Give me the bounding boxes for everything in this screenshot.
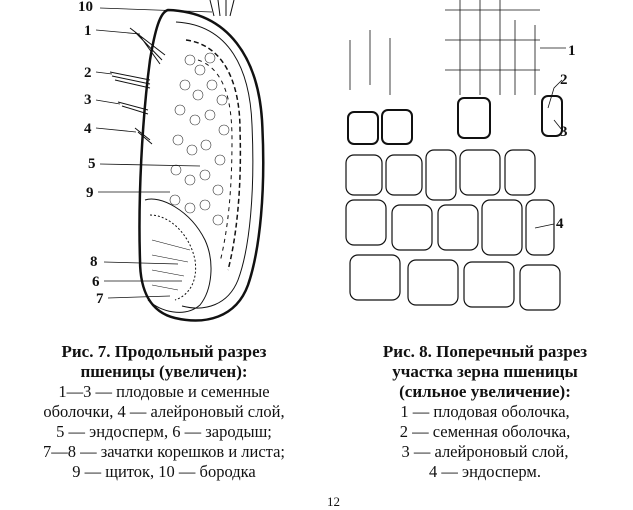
leader-lines bbox=[534, 47, 566, 229]
caption-line: 1 — плодовая оболочка, bbox=[400, 402, 570, 421]
embryo bbox=[144, 198, 212, 313]
caption-line: 7—8 — зачатки корешков и листа; bbox=[42, 442, 286, 461]
caption-line: оболочки, 4 — алейроновый слой, bbox=[43, 402, 285, 421]
label-6: 6 bbox=[92, 274, 100, 290]
endosperm-cells bbox=[345, 149, 561, 311]
label-3: 3 bbox=[560, 124, 568, 140]
label-5: 5 bbox=[88, 156, 96, 172]
label-4: 4 bbox=[84, 121, 92, 137]
aleurone-cells bbox=[347, 95, 563, 145]
page-number: 12 bbox=[327, 494, 340, 509]
caption-line: 1—3 — плодовые и семенные bbox=[58, 382, 270, 401]
caption-line: 5 — эндосперм, 6 — зародыш; bbox=[56, 422, 272, 441]
label-7: 7 bbox=[96, 291, 104, 307]
caption-title: Рис. 7. Продольный разрез bbox=[61, 342, 267, 361]
label-3: 3 bbox=[84, 92, 92, 108]
endosperm-cells bbox=[169, 52, 230, 226]
label-1: 1 bbox=[568, 43, 576, 59]
label-9: 9 bbox=[86, 185, 94, 201]
caption-title: Рис. 8. Поперечный разрез bbox=[382, 342, 588, 361]
label-10: 10 bbox=[78, 0, 93, 15]
figure-8-caption: Рис. 8. Поперечный разрез участка зерна … bbox=[350, 342, 620, 482]
figure-7-illustration: 10 1 2 3 4 5 9 8 6 7 bbox=[78, 0, 265, 322]
caption-line: 2 — семенная оболочка, bbox=[399, 422, 571, 441]
figure-7-labels: 10 1 2 3 4 5 9 8 6 7 bbox=[78, 0, 104, 307]
leader-lines bbox=[95, 7, 213, 299]
caption-line: 4 — эндосперм. bbox=[428, 462, 541, 481]
caption-line: 9 — щиток, 10 — бородка bbox=[72, 462, 256, 481]
label-4: 4 bbox=[556, 216, 564, 232]
grain-outline bbox=[138, 8, 265, 322]
label-1: 1 bbox=[84, 23, 92, 39]
figure-8-illustration: 1 2 3 4 bbox=[345, 0, 576, 311]
pericarp-layer bbox=[349, 0, 540, 95]
brush-tuft bbox=[209, 0, 235, 17]
caption-title: пшеницы (увеличен): bbox=[80, 362, 248, 381]
caption-line: 3 — алейроновый слой, bbox=[401, 442, 569, 461]
label-2: 2 bbox=[560, 72, 568, 88]
figure-8-labels: 1 2 3 4 bbox=[556, 43, 576, 232]
pericarp-flaps bbox=[109, 27, 166, 145]
caption-title: участка зерна пшеницы bbox=[392, 362, 578, 381]
label-8: 8 bbox=[90, 254, 98, 270]
label-2: 2 bbox=[84, 65, 92, 81]
figure-7-caption: Рис. 7. Продольный разрез пшеницы (увели… bbox=[14, 342, 314, 482]
caption-title: (сильное увеличение): bbox=[399, 382, 571, 401]
